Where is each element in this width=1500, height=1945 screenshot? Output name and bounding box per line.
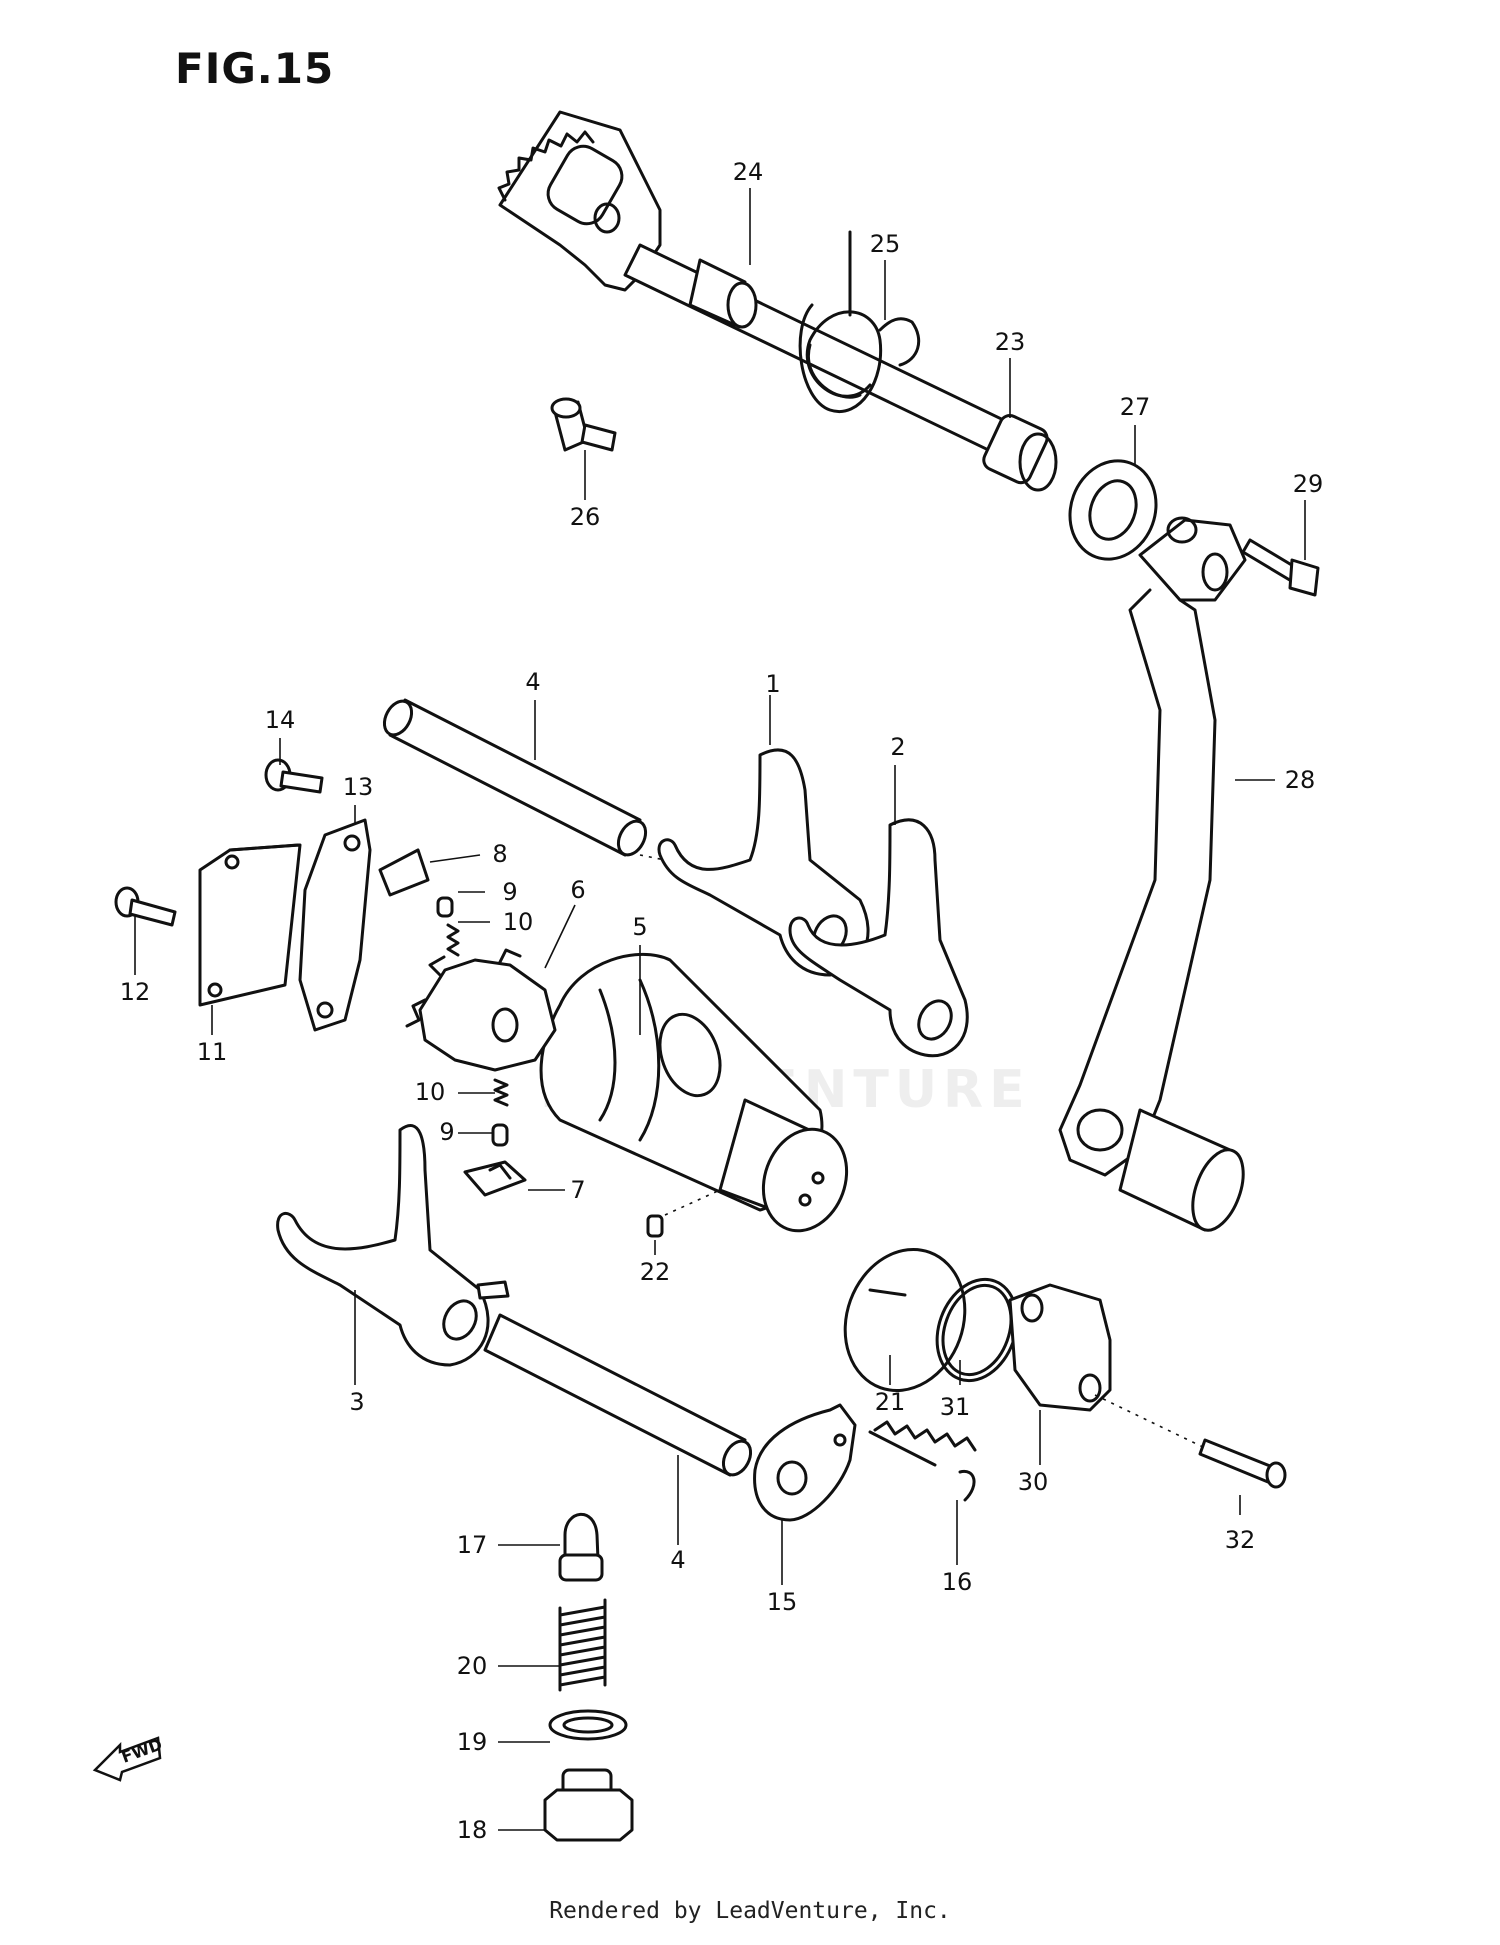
callout-10-upper: 10 <box>503 908 534 936</box>
callout-25: 25 <box>870 230 901 258</box>
callout-23: 23 <box>995 328 1026 356</box>
part-return-spring <box>798 230 921 414</box>
callout-16: 16 <box>942 1568 973 1596</box>
part-shift-fork-1 <box>657 748 870 977</box>
part-neutral-contact <box>558 1512 604 1582</box>
callout-5: 5 <box>632 913 647 941</box>
part-shift-fork-2 <box>788 818 969 1058</box>
callout-4-upper: 4 <box>525 668 540 696</box>
callout-19: 19 <box>457 1728 488 1756</box>
part-screw-12 <box>114 886 177 927</box>
callout-14: 14 <box>265 706 296 734</box>
callout-7: 7 <box>570 1176 585 1204</box>
callout-9-lower: 9 <box>439 1118 454 1146</box>
callout-17: 17 <box>457 1531 488 1559</box>
fwd-arrow-icon: FWD <box>92 1735 165 1782</box>
callout-27: 27 <box>1120 393 1151 421</box>
callout-13: 13 <box>343 773 374 801</box>
part-gearshift-lever <box>1058 516 1247 1232</box>
part-lever-bolt <box>1241 538 1320 597</box>
callout-30: 30 <box>1018 1468 1049 1496</box>
leader-lines <box>134 188 1306 1831</box>
callout-4-lower: 4 <box>670 1546 685 1574</box>
callout-9-upper: 9 <box>502 878 517 906</box>
part-plug-18 <box>543 1768 634 1842</box>
part-fork-shaft-lower <box>483 1313 753 1477</box>
part-screw-32 <box>1198 1438 1287 1489</box>
callout-2: 2 <box>890 733 905 761</box>
part-cam-spring <box>868 1420 977 1502</box>
part-pin-bolt <box>550 397 617 452</box>
part-cam-driven-plate <box>753 1403 857 1522</box>
callout-11: 11 <box>197 1038 228 1066</box>
callout-21: 21 <box>875 1388 906 1416</box>
part-pin-spring <box>446 923 509 1107</box>
callout-26: 26 <box>570 503 601 531</box>
part-cam-pin <box>436 896 509 1147</box>
part-washer-19 <box>548 1709 628 1741</box>
part-pin-guide <box>463 1160 527 1197</box>
callout-32: 32 <box>1225 1526 1256 1554</box>
part-gearshift-shaft <box>497 110 1058 492</box>
part-screw-14 <box>264 758 324 794</box>
part-neutral-spring <box>558 1598 607 1692</box>
part-shift-fork-3 <box>276 1124 510 1367</box>
footer-credit: Rendered by LeadVenture, Inc. <box>549 1898 951 1924</box>
part-washer-21 <box>843 1247 967 1393</box>
callout-29: 29 <box>1293 470 1324 498</box>
callout-12: 12 <box>120 978 151 1006</box>
part-fork-shaft-upper <box>382 698 648 857</box>
part-gearshift-cam <box>539 952 849 1233</box>
callout-28: 28 <box>1285 766 1316 794</box>
callout-15: 15 <box>767 1588 798 1616</box>
callout-6: 6 <box>570 876 585 904</box>
part-cover <box>1008 1283 1112 1412</box>
callout-8: 8 <box>492 840 507 868</box>
part-cam-guide <box>198 843 302 1007</box>
part-pawl-lifter <box>298 818 372 1032</box>
callout-1: 1 <box>765 670 780 698</box>
callout-10-lower: 10 <box>415 1078 446 1106</box>
callout-22: 22 <box>640 1258 671 1286</box>
part-pin-guide-upper <box>378 848 430 897</box>
callout-24: 24 <box>733 158 764 186</box>
callout-31: 31 <box>940 1393 971 1421</box>
callout-3: 3 <box>349 1388 364 1416</box>
callout-18: 18 <box>457 1816 488 1844</box>
part-oil-seal <box>1068 459 1158 561</box>
figure-title: FIG.15 <box>175 44 335 93</box>
callout-20: 20 <box>457 1652 488 1680</box>
callout-labels: 1 2 3 4 4 5 6 7 8 9 9 10 10 11 12 13 14 … <box>120 158 1324 1844</box>
part-cam-stopper-plate <box>405 948 557 1072</box>
part-pin-22 <box>646 1214 664 1238</box>
